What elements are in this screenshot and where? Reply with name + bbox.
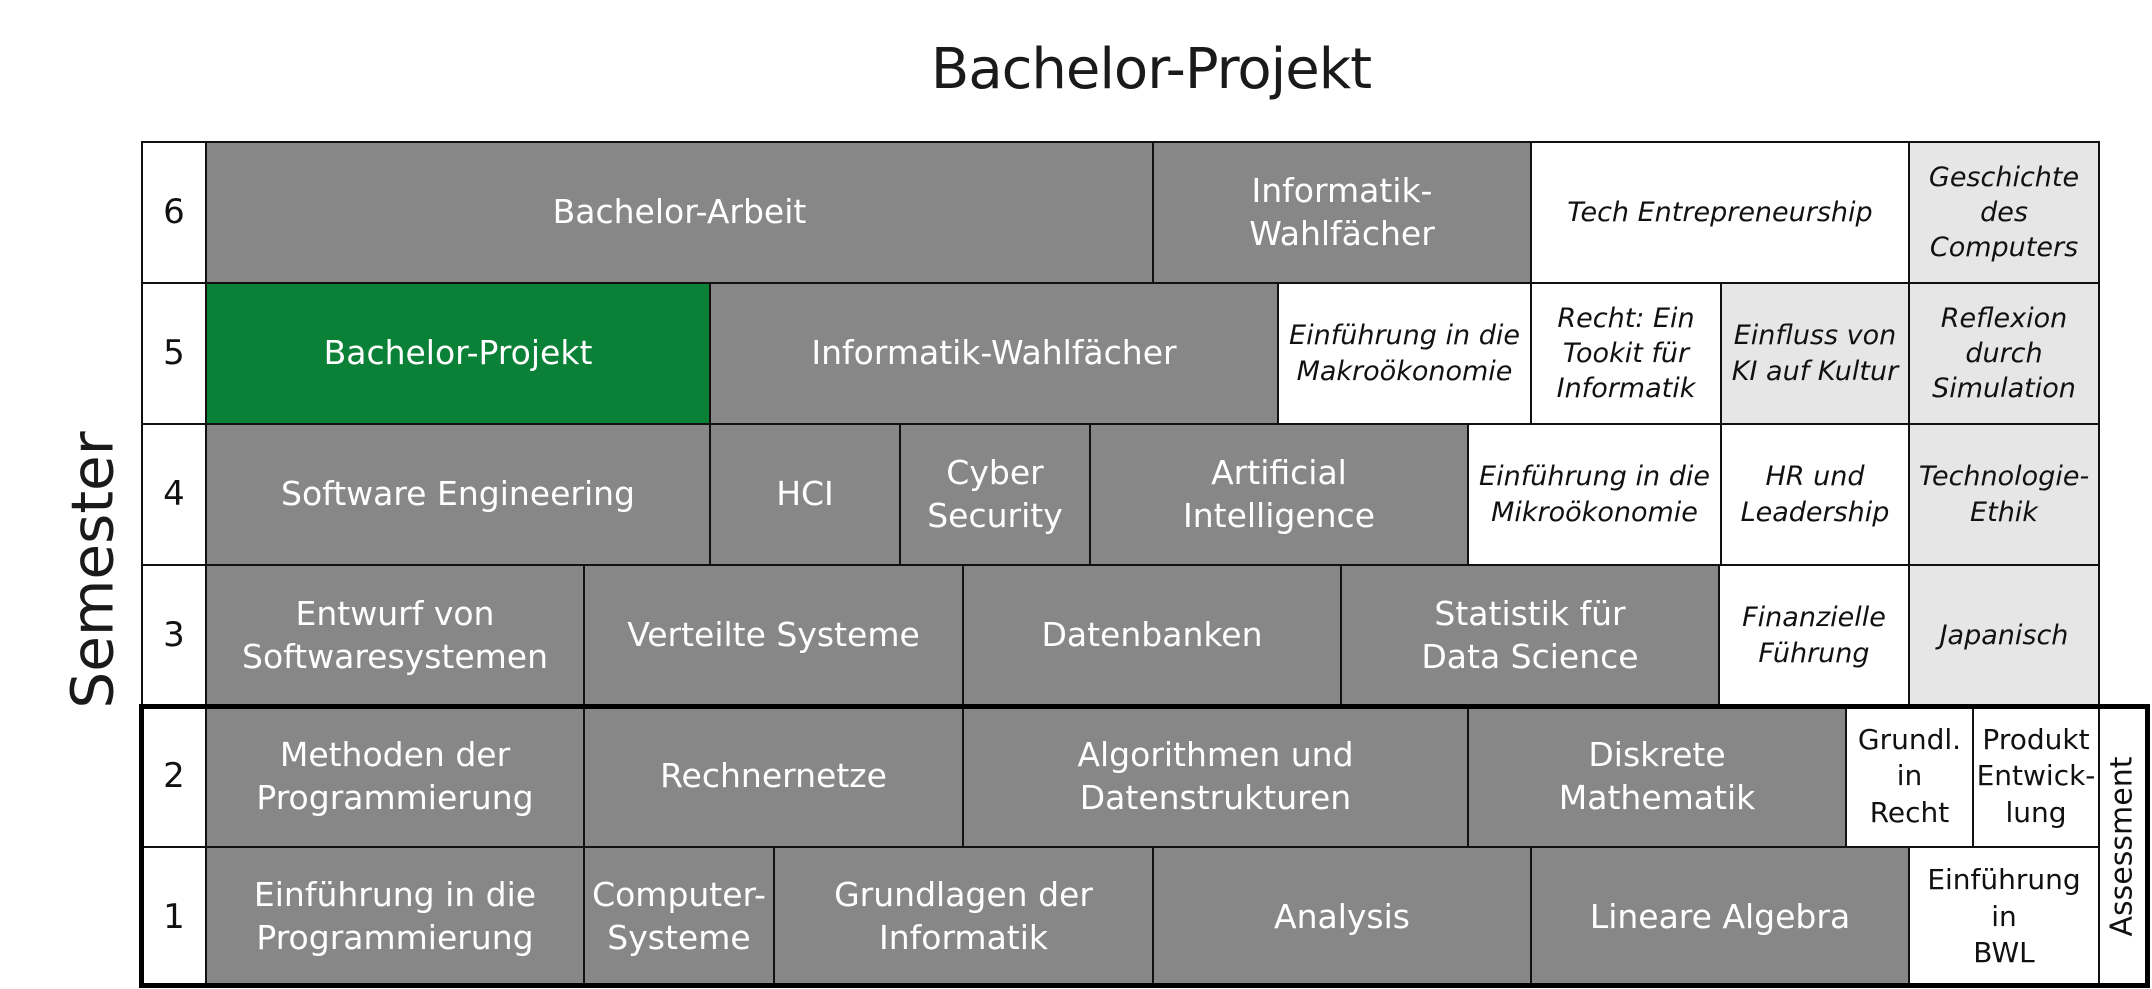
- course-verteilte-systeme: Verteilte Systeme: [583, 564, 964, 707]
- course-hr-und-leadership: HR und Leadership: [1720, 423, 1910, 566]
- course-japanisch: Japanisch: [1908, 564, 2100, 707]
- course-software-engineering: Software Engineering: [205, 423, 711, 566]
- course-cyber-security: Cyber Security: [899, 423, 1091, 566]
- course-einfuehrung-programmierung: Einführung in die Programmierung: [205, 846, 585, 988]
- semester-number-3: 3: [141, 564, 207, 707]
- semester-number-5: 5: [141, 282, 207, 425]
- assessment-label-text: Assessment: [2104, 756, 2140, 936]
- course-einfuehrung-bwl: Einführung in BWL: [1908, 846, 2100, 988]
- course-informatik-wahlfaecher-s6: Informatik- Wahlfächer: [1152, 141, 1532, 284]
- course-technologie-ethik: Technologie- Ethik: [1908, 423, 2100, 566]
- course-statistik-data-science: Statistik für Data Science: [1340, 564, 1720, 707]
- course-entwurf-von-softwaresystemen: Entwurf von Softwaresystemen: [205, 564, 585, 707]
- semester-number-2: 2: [141, 705, 207, 848]
- course-informatik-wahlfaecher-s5: Informatik-Wahlfächer: [709, 282, 1279, 425]
- course-algorithmen-und-datenstrukturen: Algorithmen und Datenstrukturen: [962, 705, 1469, 848]
- semester-number-6: 6: [141, 141, 207, 284]
- semester-axis-label: Semester: [38, 431, 148, 708]
- course-artificial-intelligence: Artificial Intelligence: [1089, 423, 1469, 566]
- course-bachelor-arbeit: Bachelor-Arbeit: [205, 141, 1154, 284]
- course-tech-entrepreneurship: Tech Entrepreneurship: [1530, 141, 1910, 284]
- course-analysis: Analysis: [1152, 846, 1532, 988]
- page-title: Bachelor-Projekt: [930, 37, 1372, 102]
- course-recht-toolkit: Recht: Ein Tookit für Informatik: [1530, 282, 1722, 425]
- course-lineare-algebra: Lineare Algebra: [1530, 846, 1910, 988]
- course-grundlagen-in-recht: Grundl. in Recht: [1845, 705, 1974, 848]
- assessment-label: Assessment: [2099, 709, 2145, 983]
- course-datenbanken: Datenbanken: [962, 564, 1342, 707]
- course-reflexion-durch-simulation: Reflexion durch Simulation: [1908, 282, 2100, 425]
- course-geschichte-des-computers: Geschichte des Computers: [1908, 141, 2100, 284]
- course-produkt-entwicklung: Produkt Entwick- lung: [1972, 705, 2100, 848]
- course-methoden-der-programmierung: Methoden der Programmierung: [205, 705, 585, 848]
- course-computer-systeme: Computer- Systeme: [583, 846, 775, 988]
- course-ki-auf-kultur: Einfluss von KI auf Kultur: [1720, 282, 1910, 425]
- course-bachelor-projekt: Bachelor-Projekt: [205, 282, 711, 425]
- course-hci: HCI: [709, 423, 901, 566]
- course-grundlagen-der-informatik: Grundlagen der Informatik: [773, 846, 1154, 988]
- semester-number-4: 4: [141, 423, 207, 566]
- course-mikrooekonomie: Einführung in die Mikroökonomie: [1467, 423, 1722, 566]
- course-makrooekonomie: Einführung in die Makroökonomie: [1277, 282, 1532, 425]
- course-finanzielle-fuehrung: Finanzielle Führung: [1718, 564, 1910, 707]
- course-diskrete-mathematik: Diskrete Mathematik: [1467, 705, 1847, 848]
- semester-axis-text: Semester: [59, 431, 128, 709]
- semester-number-1: 1: [141, 846, 207, 988]
- course-rechnernetze: Rechnernetze: [583, 705, 964, 848]
